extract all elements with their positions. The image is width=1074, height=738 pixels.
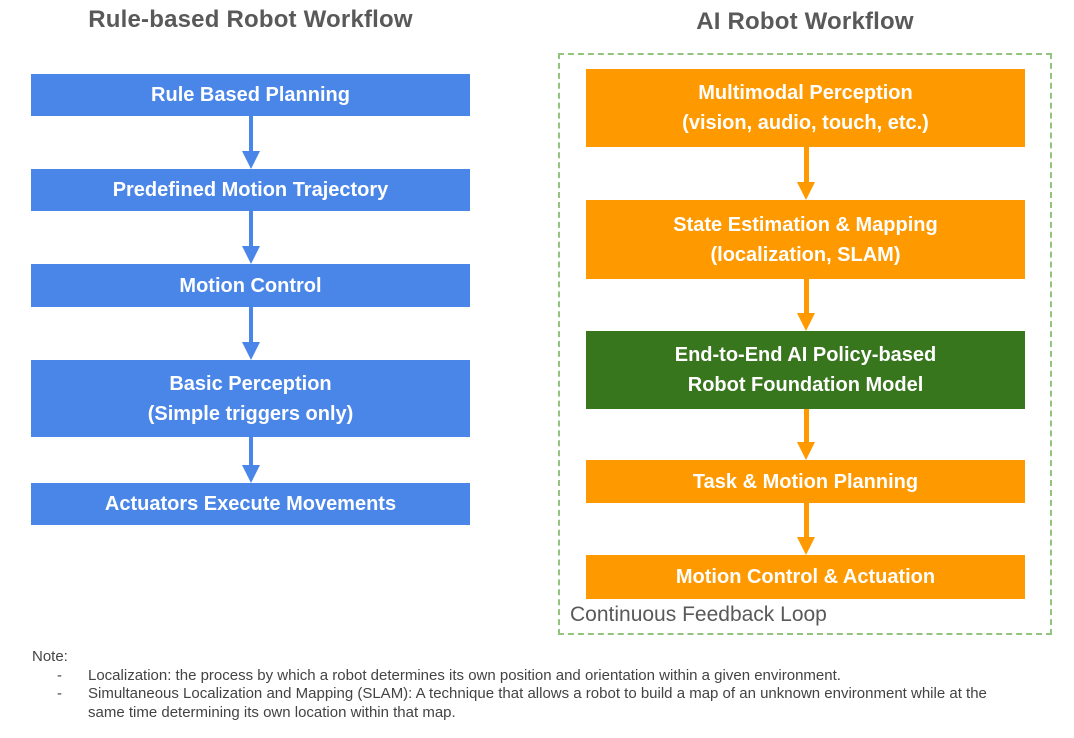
- flow-box-motion-control-actuation: Motion Control & Actuation: [586, 555, 1025, 599]
- arrow-head: [797, 537, 815, 555]
- flow-box-state-estimation-mapping: State Estimation & Mapping (localization…: [586, 200, 1025, 279]
- arrow-shaft: [249, 307, 253, 342]
- flow-box-label: Motion Control & Actuation: [675, 566, 936, 588]
- bullet-dash: -: [57, 685, 62, 702]
- flow-box-label: Actuators Execute Movements: [104, 493, 397, 515]
- flow-box-label: Predefined Motion Trajectory: [112, 179, 389, 201]
- flow-box-label: Task & Motion Planning: [692, 470, 919, 493]
- continuous-feedback-loop-label: Continuous Feedback Loop: [570, 603, 827, 626]
- arrow-shaft: [249, 116, 253, 151]
- flow-box-label-line1: End-to-End AI Policy-based: [674, 344, 937, 366]
- flow-box-label: Motion Control: [179, 274, 322, 297]
- down-arrow-icon: [797, 147, 815, 200]
- flow-box-label-line1: Multimodal Perception: [698, 82, 913, 104]
- note-bullet-localization: - Localization: the process by which a r…: [32, 667, 1037, 686]
- arrow-shaft: [249, 437, 253, 465]
- bullet-dash: -: [57, 666, 62, 684]
- arrow-shaft: [803, 147, 809, 182]
- ai-workflow-title: AI Robot Workflow: [696, 8, 914, 35]
- flow-box-label-line2: (Simple triggers only): [147, 402, 354, 425]
- flow-box-label-line2: (localization, SLAM): [710, 243, 901, 266]
- flow-box-actuators-execute-movements: Actuators Execute Movements: [31, 483, 470, 525]
- flow-box-task-motion-planning: Task & Motion Planning: [586, 460, 1025, 503]
- down-arrow-icon: [797, 279, 815, 331]
- arrow-shaft: [249, 211, 253, 246]
- rule-based-workflow-title: Rule-based Robot Workflow: [88, 6, 413, 33]
- flow-box-multimodal-perception: Multimodal Perception (vision, audio, to…: [586, 69, 1025, 147]
- down-arrow-icon: [242, 211, 260, 264]
- arrow-head: [242, 151, 260, 169]
- down-arrow-icon: [797, 409, 815, 460]
- flow-box-robot-foundation-model: End-to-End AI Policy-based Robot Foundat…: [586, 331, 1025, 409]
- note-bullet-slam: - Simultaneous Localization and Mapping …: [32, 685, 1037, 722]
- note-bullet-text: Simultaneous Localization and Mapping (S…: [88, 685, 987, 721]
- flow-box-label-line2: Robot Foundation Model: [687, 374, 924, 396]
- flow-box-label-line2: (vision, audio, touch, etc.): [682, 112, 929, 134]
- arrow-shaft: [803, 503, 809, 537]
- arrow-shaft: [803, 279, 809, 313]
- flow-box-predefined-motion-trajectory: Predefined Motion Trajectory: [31, 169, 470, 211]
- continuous-feedback-loop-container: Multimodal Perception (vision, audio, to…: [558, 53, 1052, 635]
- note-section: Note: - Localization: the process by whi…: [32, 648, 1037, 722]
- note-label: Note:: [32, 648, 68, 665]
- arrow-head: [242, 342, 260, 360]
- arrow-head: [797, 182, 815, 200]
- down-arrow-icon: [242, 437, 260, 483]
- flow-box-motion-control: Motion Control: [31, 264, 470, 307]
- down-arrow-icon: [242, 307, 260, 360]
- down-arrow-icon: [797, 503, 815, 555]
- down-arrow-icon: [242, 116, 260, 169]
- flow-box-label-line1: State Estimation & Mapping: [673, 213, 938, 236]
- flow-box-label-line1: Basic Perception: [169, 372, 332, 395]
- arrow-head: [797, 442, 815, 460]
- arrow-head: [242, 246, 260, 264]
- flow-box-basic-perception: Basic Perception (Simple triggers only): [31, 360, 470, 437]
- arrow-shaft: [803, 409, 809, 442]
- arrow-head: [242, 465, 260, 483]
- flow-box-rule-based-planning: Rule Based Planning: [31, 74, 470, 116]
- arrow-head: [797, 313, 815, 331]
- note-bullet-text: Localization: the process by which a rob…: [88, 666, 841, 684]
- flow-box-label: Rule Based Planning: [151, 84, 350, 106]
